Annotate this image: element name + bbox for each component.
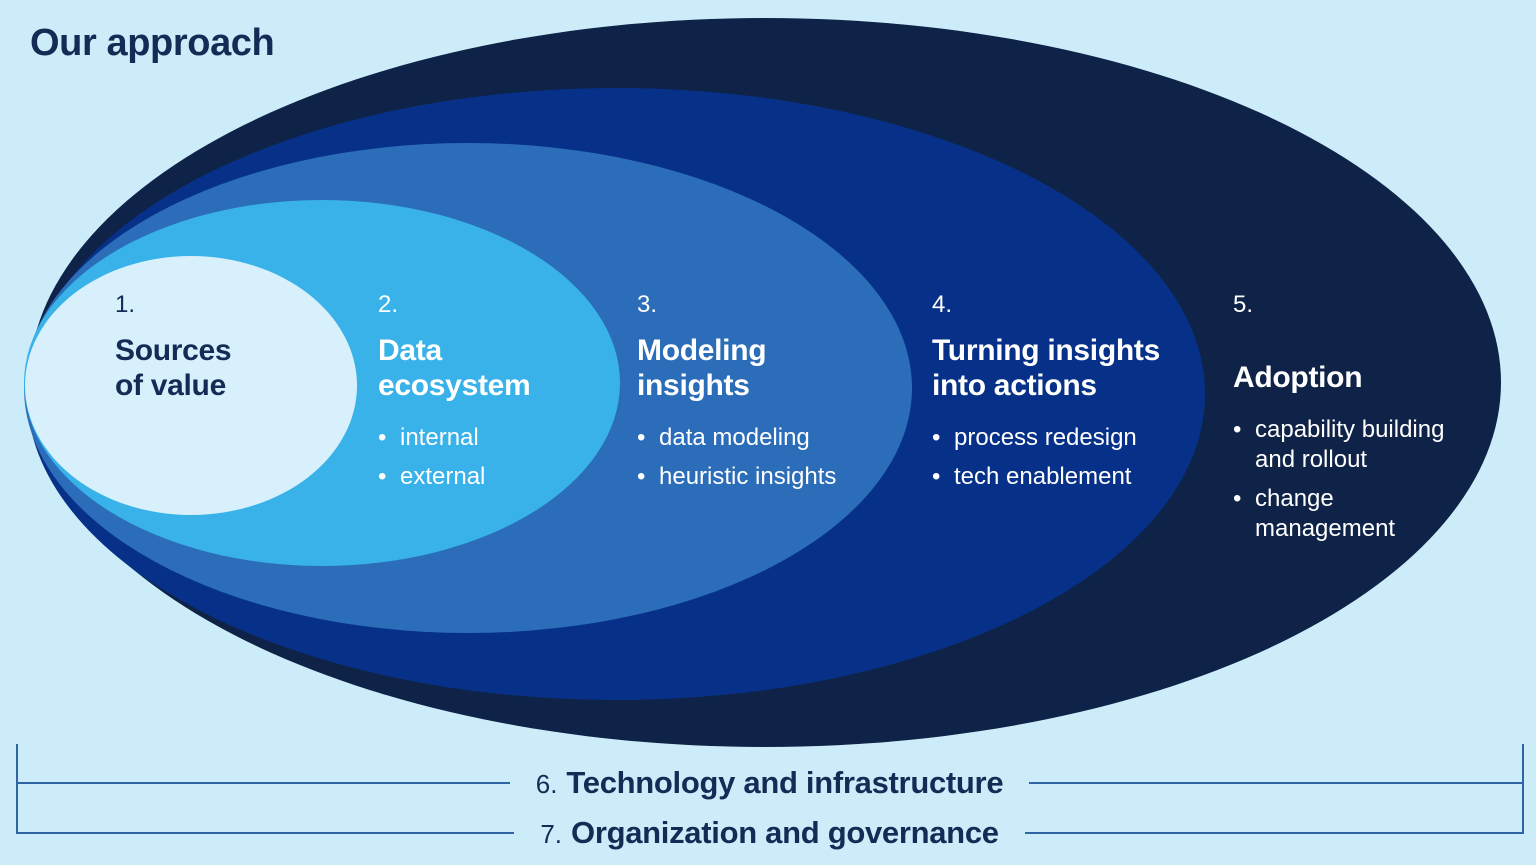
bullet-icon: •	[932, 463, 941, 490]
foundation-label-group: 6. Technology and infrastructure	[510, 765, 1030, 801]
bullet-text: tech enablement	[954, 463, 1132, 490]
stage-heading: Sources of value	[115, 334, 232, 402]
foundation-label: Technology and infrastructure	[566, 765, 1004, 800]
connector-line	[16, 782, 510, 784]
bullet-item: • capability building and rollout	[1233, 415, 1521, 475]
bullet-text: heuristic insights	[659, 463, 837, 490]
bullet-icon: •	[932, 424, 941, 451]
stage-heading: Adoption	[1233, 361, 1363, 394]
stage-heading: Turning insights into actions	[932, 334, 1160, 402]
bullet-item: • process redesign	[932, 423, 1202, 453]
stage-4-turning-insights-into-actions: 4. Turning insights into actions • proce…	[932, 290, 1202, 492]
bullet-text: capability building and rollout	[1255, 416, 1445, 473]
bullet-icon: •	[1233, 416, 1242, 443]
stage-5-adoption: 5. Adoption • capability building and ro…	[1233, 290, 1521, 544]
bullet-icon: •	[637, 463, 646, 490]
bullet-item: • tech enablement	[932, 462, 1202, 492]
bullet-text: data modeling	[659, 424, 810, 451]
bullet-icon: •	[378, 463, 387, 490]
foundation-row-organization: 7. Organization and governance	[16, 805, 1524, 861]
stage-number: 5.	[1233, 291, 1254, 318]
stage-number: 3.	[637, 291, 658, 318]
foundation-label-group: 7. Organization and governance	[514, 815, 1024, 851]
ellipse-sources-of-value	[25, 256, 357, 515]
bullet-item: • heuristic insights	[637, 462, 917, 492]
stage-1-sources-of-value: 1. Sources of value	[115, 290, 330, 403]
bullet-item: • internal	[378, 423, 618, 453]
page-title: Our approach	[30, 22, 275, 64]
bullet-text: process redesign	[954, 424, 1137, 451]
stage-heading: Modeling insights	[637, 334, 767, 402]
connector-line	[1029, 782, 1523, 784]
stage-heading: Data ecosystem	[378, 334, 531, 402]
bracket-left-line	[16, 744, 18, 834]
bullet-icon: •	[378, 424, 387, 451]
bullet-icon: •	[637, 424, 646, 451]
stage-bullet-list: • capability building and rollout • chan…	[1233, 415, 1521, 544]
bullet-text: change management	[1255, 485, 1396, 542]
stage-bullet-list: • process redesign • tech enablement	[932, 423, 1202, 492]
stage-3-modeling-insights: 3. Modeling insights • data modeling • h…	[637, 290, 917, 492]
bracket-right-line	[1522, 744, 1524, 834]
stage-number: 1.	[115, 291, 136, 318]
bullet-item: • external	[378, 462, 618, 492]
bullet-text: external	[400, 463, 486, 490]
foundation-label: Organization and governance	[571, 815, 999, 850]
foundation-number: 7.	[540, 819, 562, 849]
stage-bullet-list: • data modeling • heuristic insights	[637, 423, 917, 492]
stage-bullet-list: • internal • external	[378, 423, 618, 492]
stage-2-data-ecosystem: 2. Data ecosystem • internal • external	[378, 290, 618, 492]
connector-line	[1024, 832, 1524, 834]
connector-line	[16, 832, 515, 834]
foundation-row-technology: 6. Technology and infrastructure	[16, 755, 1523, 811]
bullet-item: • change management	[1233, 484, 1521, 544]
stage-number: 4.	[932, 291, 953, 318]
foundation-number: 6.	[535, 769, 558, 799]
bullet-icon: •	[1233, 485, 1242, 512]
bullet-item: • data modeling	[637, 423, 917, 453]
bullet-text: internal	[400, 424, 479, 451]
stage-number: 2.	[378, 291, 399, 318]
